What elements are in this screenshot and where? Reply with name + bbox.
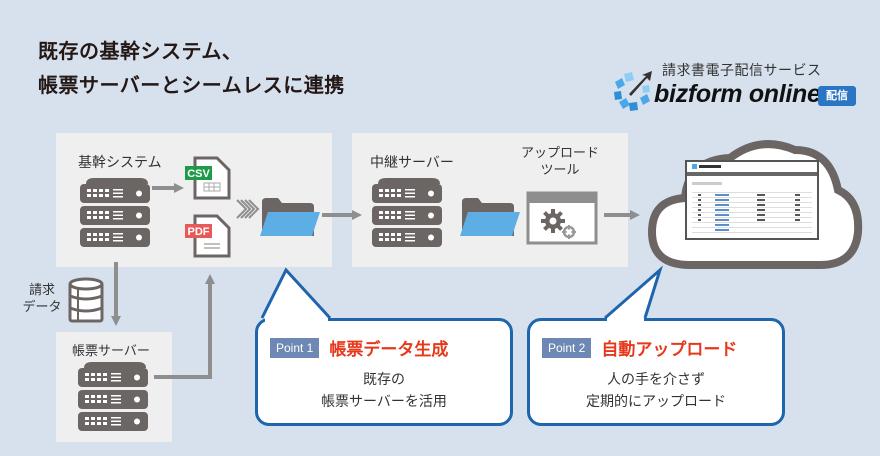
arrow-form-server-to-pdf <box>154 274 215 379</box>
point-1-body-line2: 帳票サーバーを活用 <box>321 394 447 410</box>
small-gear-icon <box>562 225 576 239</box>
title-line-2: 帳票サーバーとシームレスに連携 <box>38 73 345 97</box>
point-1-callout: Point 1 帳票データ生成 既存の 帳票サーバーを活用 <box>255 318 513 426</box>
point-2-title: 自動アップロード <box>601 340 738 360</box>
pdf-tag: PDF <box>188 226 210 238</box>
gear-icon <box>541 209 565 233</box>
core-system-server-icon <box>80 178 150 247</box>
form-server-icon <box>78 362 148 431</box>
point-2-body-line2: 定期的にアップロード <box>586 394 726 410</box>
relay-folder-icon <box>460 198 520 236</box>
point-2-tag: Point 2 <box>542 337 592 358</box>
point-2-callout: Point 2 自動アップロード 人の手を介さず 定期的にアップロード <box>527 318 785 426</box>
point-1-body-line1: 既存の <box>363 372 405 388</box>
database-icon <box>68 277 104 323</box>
page-title: 既存の基幹システム、 帳票サーバーとシームレスに連携 <box>38 34 345 102</box>
callout-2-tail <box>604 265 664 320</box>
point-1-tag: Point 1 <box>270 337 320 358</box>
relay-server-label: 中継サーバー <box>370 155 454 171</box>
csv-file-icon: CSV <box>185 156 231 200</box>
brand-name: bizform online <box>654 80 821 108</box>
pdf-file-icon: PDF <box>185 214 231 258</box>
bizform-logo-icon <box>614 71 652 111</box>
double-chevron-icon <box>236 199 260 219</box>
folder-icon <box>260 198 320 236</box>
form-server-label: 帳票サーバー <box>72 344 150 359</box>
point-2-body-line1: 人の手を介さず <box>607 372 705 388</box>
callout-2-tail-cover <box>607 318 644 322</box>
brand-badge: 配信 <box>818 86 856 106</box>
core-system-label: 基幹システム <box>78 155 162 171</box>
csv-tag: CSV <box>187 168 210 180</box>
relay-server-icon <box>372 178 442 247</box>
upload-tool-icon <box>526 191 598 245</box>
title-line-1: 既存の基幹システム、 <box>38 39 243 63</box>
callout-1-tail-cover <box>265 318 328 322</box>
bizform-screenshot-thumbnail <box>685 160 819 240</box>
upload-tool-label-line1: アップロード <box>520 146 599 161</box>
point-1-title: 帳票データ生成 <box>329 340 449 360</box>
callout-1-tail <box>260 267 332 320</box>
brand-subtitle: 請求書電子配信サービス <box>662 63 822 79</box>
billing-data-label-line2: データ <box>22 300 62 315</box>
billing-data-label-line1: 請求 <box>28 283 55 298</box>
upload-tool-label-line2: ツール <box>540 163 580 178</box>
billing-data-label: 請求 データ <box>20 282 64 316</box>
upload-tool-label: アップロード ツール <box>510 145 610 179</box>
